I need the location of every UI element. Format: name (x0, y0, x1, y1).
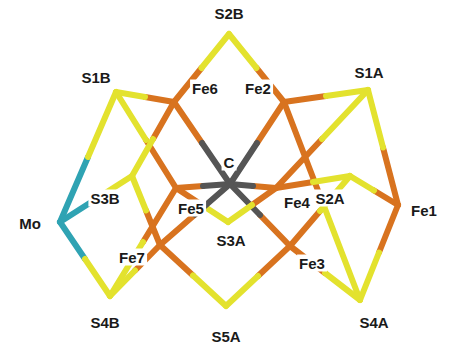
bond-stick (290, 211, 320, 246)
bond-stick (229, 34, 257, 68)
bond-stick (88, 92, 116, 157)
bond-stick (145, 97, 174, 102)
atom-label: Mo (17, 215, 43, 232)
bond-stick (176, 186, 203, 188)
atom-label: Fe5 (176, 200, 206, 217)
atom-label: Fe2 (243, 80, 273, 97)
bond-stick (85, 259, 110, 296)
atom-label: S3B (88, 190, 121, 207)
bond-stick (160, 245, 193, 276)
bond-stick (322, 90, 368, 139)
atom-label: S5A (209, 328, 242, 345)
atom-label: Fe6 (190, 80, 220, 97)
bond-stick (160, 215, 195, 246)
bond-stick (228, 205, 252, 222)
atom-label: C (222, 154, 237, 171)
bond-stick (258, 246, 290, 276)
bond-stick (313, 176, 350, 182)
bond-stick (110, 271, 135, 297)
atom-label: Fe7 (117, 249, 147, 266)
atom-label: Fe4 (282, 194, 312, 211)
bond-stick (116, 92, 146, 140)
atom-label: S1B (79, 69, 112, 86)
bond-stick (132, 139, 153, 176)
bond-stick (132, 176, 146, 211)
bond-stick (368, 90, 383, 148)
atom-label: Fe3 (297, 255, 327, 272)
bond-stick (257, 102, 284, 143)
bond-stick (284, 96, 326, 102)
bond-stick (276, 182, 313, 188)
bond-stick (116, 92, 145, 97)
atom-label: Fe1 (409, 202, 439, 219)
bond-stick (260, 215, 290, 246)
bond-stick (360, 253, 379, 301)
bond-stick (322, 201, 360, 300)
bond-stick (374, 191, 398, 206)
bond-stick (379, 205, 398, 253)
bond-stick (253, 186, 276, 188)
atom-label: S4B (88, 314, 121, 331)
bond-stick (174, 102, 202, 143)
bond-stick (153, 102, 174, 139)
bond-stick (202, 34, 230, 68)
bond-stick (60, 222, 85, 259)
atom-label: S1A (352, 64, 385, 81)
bond-stick (193, 276, 226, 307)
bond-stick (226, 276, 258, 306)
atom-label: S2A (313, 190, 346, 207)
bond-stick (325, 273, 360, 300)
atom-label: S3A (214, 232, 247, 249)
atom-label: S2B (212, 5, 245, 22)
bond-stick (350, 176, 374, 191)
atom-label: S4A (357, 314, 390, 331)
bond-stick (146, 211, 160, 246)
bond-stick (230, 184, 253, 186)
